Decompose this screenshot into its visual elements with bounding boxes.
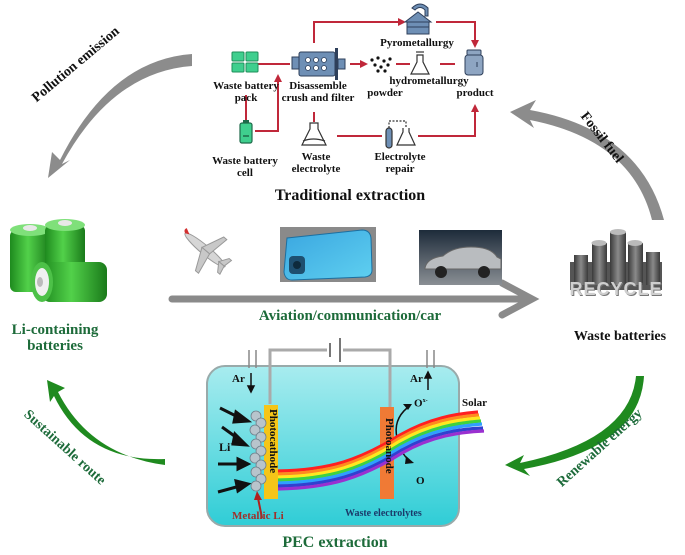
airplane-icon xyxy=(184,228,233,276)
label-electrolyte-repair: Electrolyte repair xyxy=(370,151,430,175)
label-line: Disassemble xyxy=(289,80,347,92)
label-line: Waste battery xyxy=(213,80,279,92)
label-hydrometallurgy: hydrometallurgy xyxy=(389,75,469,87)
waste-electrolytes-label: Waste electrolytes xyxy=(345,508,422,519)
electrolyte-repair-icon xyxy=(385,120,416,149)
li-symbol: Li xyxy=(219,440,231,454)
label-waste-battery-pack: Waste battery pack xyxy=(203,80,289,104)
label-line: Waste xyxy=(301,151,331,163)
application-flow-arrow xyxy=(168,279,540,319)
label-powder: powder xyxy=(367,87,403,99)
traditional-flow-lines xyxy=(245,18,479,137)
product-bottle-icon xyxy=(464,49,484,76)
label-line: repair xyxy=(385,162,415,175)
solar-rainbow xyxy=(277,410,485,491)
photocathode-label: Photocathode xyxy=(267,409,279,474)
smartphone-photo xyxy=(280,227,376,282)
li-ion-label: Li+ xyxy=(219,440,235,454)
ar-inlet-label: Ar xyxy=(232,373,245,385)
label-line: pack xyxy=(234,91,258,104)
waste-battery-pack-icon xyxy=(231,51,259,73)
oxygen-label: O xyxy=(416,475,425,487)
li-containing-batteries-label: Li-containing batteries xyxy=(0,322,110,355)
label-line: Electrolyte xyxy=(374,151,426,163)
label-line: Waste battery xyxy=(212,155,278,167)
hydrometallurgy-flask-icon xyxy=(410,51,430,75)
pollution-emission-arrow xyxy=(48,54,192,178)
applications-label: Aviation/communication/car xyxy=(258,308,442,324)
metallic-li-label: Metallic Li xyxy=(232,510,284,522)
label-disassemble: Disassemble crush and filter xyxy=(278,80,358,104)
label-line: cell xyxy=(237,166,253,179)
recycle-text: RECYCLE xyxy=(569,279,663,299)
pec-extraction-title: PEC extraction xyxy=(282,534,388,551)
label-pyrometallurgy: Pyrometallurgy xyxy=(380,37,454,49)
label-line: crush and filter xyxy=(281,91,355,104)
li-charge: + xyxy=(230,440,235,448)
label-line: batteries xyxy=(27,337,83,354)
recycle-batteries-image xyxy=(570,229,662,290)
waste-batteries-label: Waste batteries xyxy=(573,329,667,344)
label-waste-battery-cell: Waste battery cell xyxy=(200,155,290,179)
ox-charge: x- xyxy=(422,398,428,404)
green-batteries-image xyxy=(10,219,107,302)
solar-label: Solar xyxy=(462,397,488,409)
waste-battery-cell-icon xyxy=(239,120,253,144)
pec-cell xyxy=(206,338,485,527)
pyrometallurgy-furnace-icon xyxy=(403,3,433,35)
ox-symbol: O xyxy=(414,397,423,410)
traditional-extraction-title: Traditional extraction xyxy=(274,187,426,204)
sustainable-route-arrow xyxy=(47,380,165,465)
label-product: product xyxy=(456,87,494,99)
fossil-fuel-arrow xyxy=(510,100,664,220)
powder-icon xyxy=(370,56,392,73)
label-line: Li-containing xyxy=(11,322,99,338)
ar-outlet-label: Ar xyxy=(410,373,423,385)
crusher-icon xyxy=(291,48,346,80)
renewable-energy-arrow xyxy=(505,376,644,476)
label-waste-electrolyte: Waste electrolyte xyxy=(288,151,344,175)
oxide-ion-label: Ox- xyxy=(414,398,428,410)
label-line: electrolyte xyxy=(291,162,341,175)
photoanode-label: Photoanode xyxy=(383,418,395,474)
waste-electrolyte-flask-icon xyxy=(301,122,327,146)
car-photo xyxy=(419,230,502,285)
